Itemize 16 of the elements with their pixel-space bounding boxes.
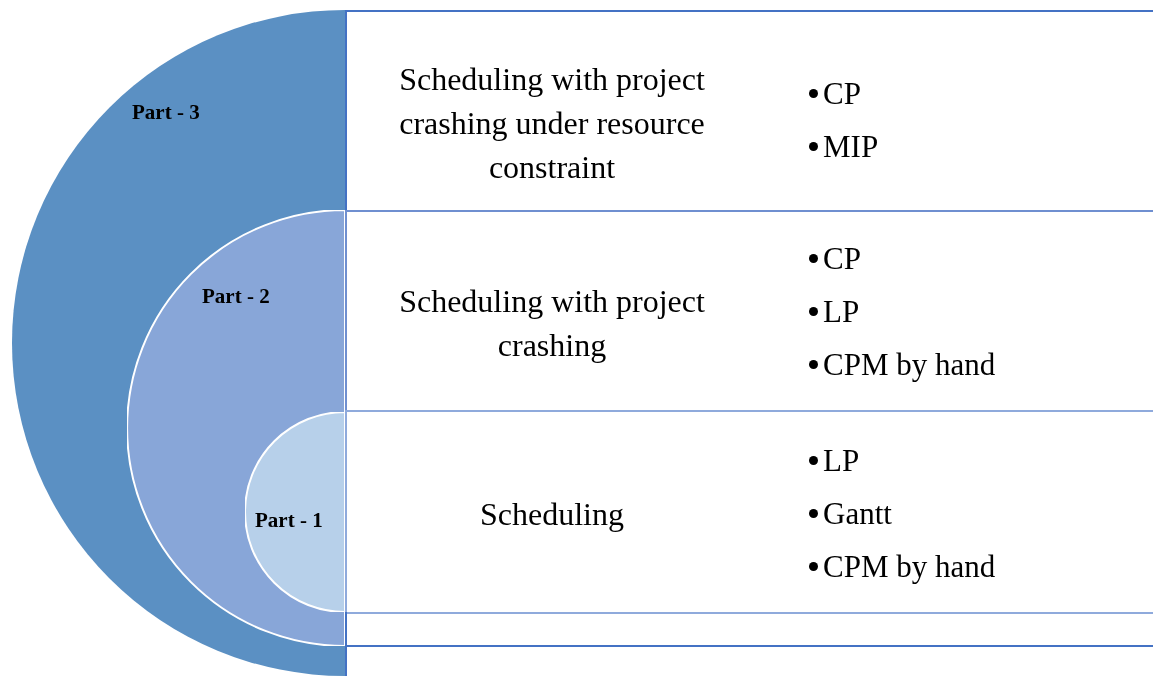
part-label: Part - 1 <box>255 508 323 533</box>
description-text: Scheduling with project crashing <box>398 282 706 365</box>
bullet-item: MIP <box>823 128 879 166</box>
bullet-item: CPM by hand <box>823 548 996 586</box>
table-row <box>345 210 1153 410</box>
bullet-item: Gantt <box>823 495 892 533</box>
description-text: Scheduling <box>479 495 625 534</box>
bullet-item: LP <box>823 442 860 480</box>
bullet-item: CP <box>823 240 861 278</box>
part-label: Part - 2 <box>202 284 270 309</box>
description-text: Scheduling with project crashing under resource constraint <box>398 60 706 187</box>
table-row <box>345 10 1153 210</box>
bullet-item: LP <box>823 293 860 331</box>
bullet-item: CP <box>823 75 861 113</box>
part-label: Part - 3 <box>132 100 200 125</box>
bullet-item: CPM by hand <box>823 346 996 384</box>
